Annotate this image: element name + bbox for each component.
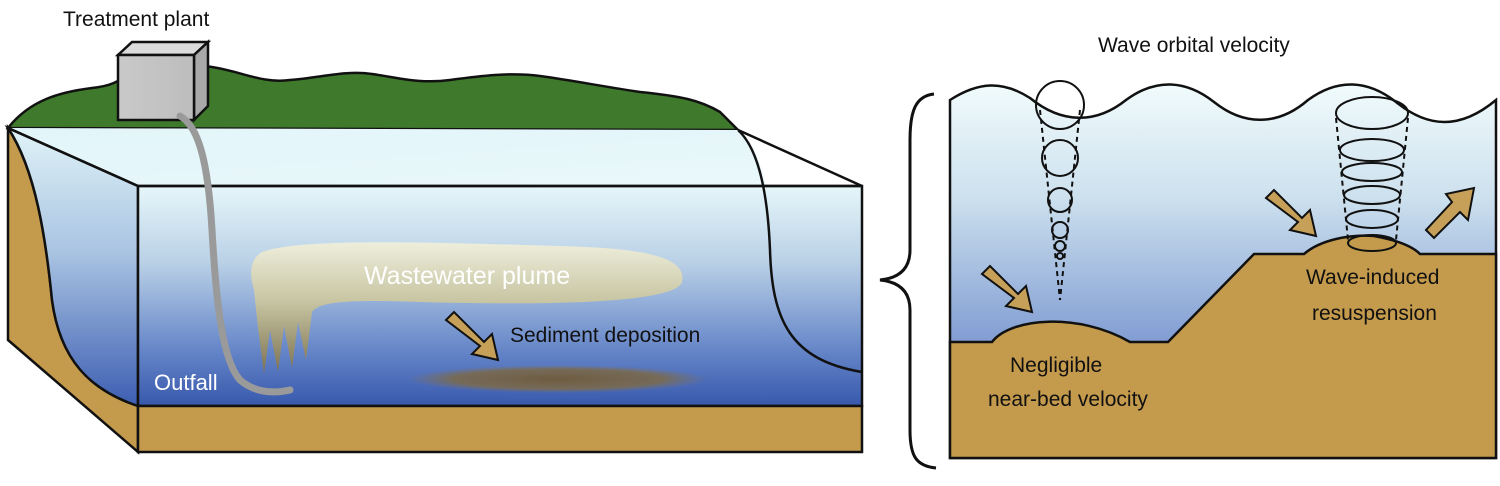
label-negligible-line2: near-bed velocity: [988, 388, 1148, 411]
right-sediment-bed: [948, 234, 1498, 460]
water-surface-top: [8, 128, 862, 186]
right-cross-section: Wave orbital velocity Negligible near-be…: [948, 34, 1498, 460]
top-edge-line: [7, 126, 863, 188]
front-sediment-slab: [136, 404, 864, 454]
curly-brace: [879, 92, 937, 470]
sediment-deposit: [408, 365, 708, 393]
label-resuspension-line2: resuspension: [1312, 302, 1437, 325]
label-wastewater-plume: Wastewater plume: [364, 262, 570, 290]
outfall-pipe: [176, 112, 294, 396]
label-outfall: Outfall: [154, 370, 218, 395]
label-sediment-deposition: Sediment deposition: [510, 324, 700, 347]
arrow-into-mound-left: [980, 264, 1034, 314]
arrow-resuspension-up: [1424, 186, 1476, 240]
label-treatment-plant: Treatment plant: [63, 8, 209, 31]
far-water-profile: [737, 129, 863, 374]
left-block-diagram: Treatment plant Wastewater plume Sedimen…: [4, 8, 864, 455]
treatment-plant-building: [114, 39, 212, 124]
deposition-arrow: [444, 310, 500, 362]
label-resuspension-line1: Wave-induced: [1306, 266, 1439, 289]
label-wave-orbital-velocity: Wave orbital velocity: [1098, 34, 1290, 57]
orbital-circles-decaying: [1035, 80, 1085, 301]
arrow-into-mound-right: [1264, 188, 1318, 238]
label-negligible-line1: Negligible: [1010, 354, 1102, 377]
orbital-ellipses-resuspension: [1335, 96, 1409, 252]
wastewater-plume: [251, 242, 683, 374]
left-water-face: [4, 125, 140, 408]
